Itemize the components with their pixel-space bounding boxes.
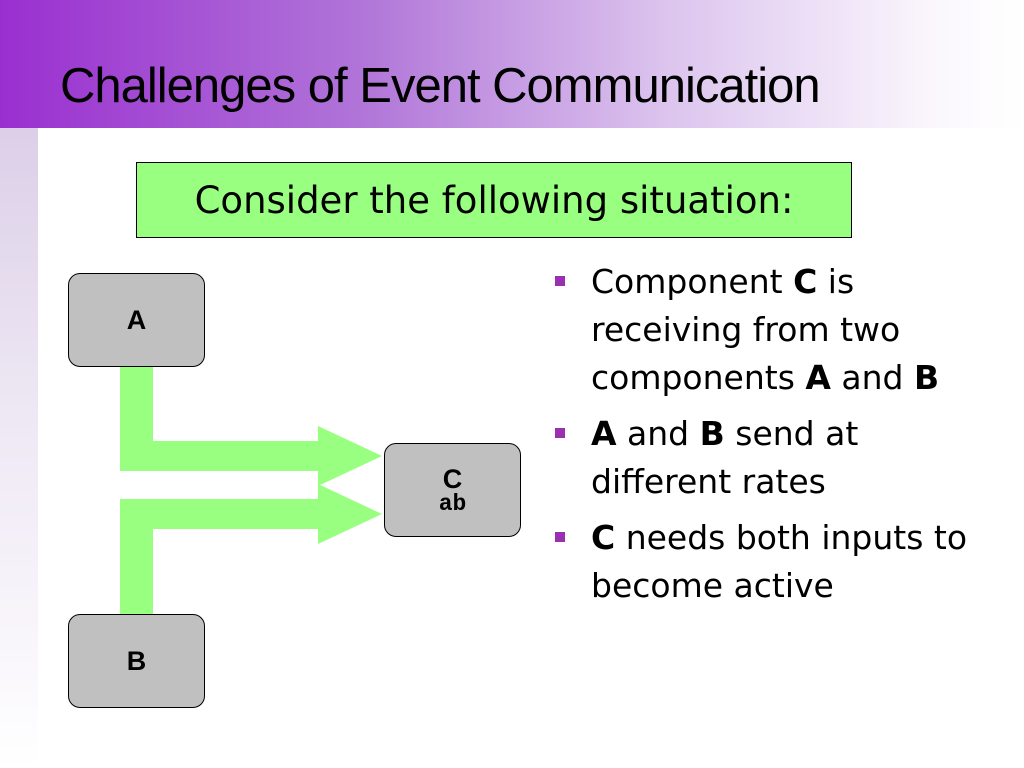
bullet-marker (555, 276, 565, 286)
bullet-item: C needs both inputs to become active (553, 514, 993, 610)
callout-text: Consider the following situation: (194, 178, 794, 222)
slide-title: Challenges of Event Communication (60, 59, 821, 113)
bullet-item: Component C is receiving from two compon… (553, 258, 993, 402)
component-c-label: C (442, 464, 463, 494)
component-c-inputs: ab (438, 491, 467, 517)
bullet-marker (555, 428, 565, 438)
component-b-label: B (126, 645, 147, 676)
header-band (0, 0, 1024, 128)
bold-term: B (914, 358, 940, 397)
component-a: A (68, 273, 205, 367)
bullet-text: A and B send at different rates (591, 414, 859, 501)
bullet-item: A and B send at different rates (553, 410, 993, 506)
bullet-list: Component C is receiving from two compon… (553, 258, 993, 618)
bold-term: C (591, 518, 616, 557)
side-band (0, 128, 38, 768)
bold-term: A (591, 414, 617, 453)
bullet-text: C needs both inputs to become active (591, 518, 968, 605)
component-c: C ab (384, 443, 521, 537)
situation-callout: Consider the following situation: (136, 162, 852, 238)
bold-term: A (805, 358, 831, 397)
arrow-b-to-c (120, 484, 382, 614)
bold-term: B (699, 414, 725, 453)
component-b: B (68, 614, 205, 708)
bullet-marker (555, 532, 565, 542)
bold-term: C (793, 262, 818, 301)
bullet-text: Component C is receiving from two compon… (591, 262, 940, 397)
arrow-a-to-c (120, 365, 382, 486)
component-a-label: A (126, 304, 147, 335)
